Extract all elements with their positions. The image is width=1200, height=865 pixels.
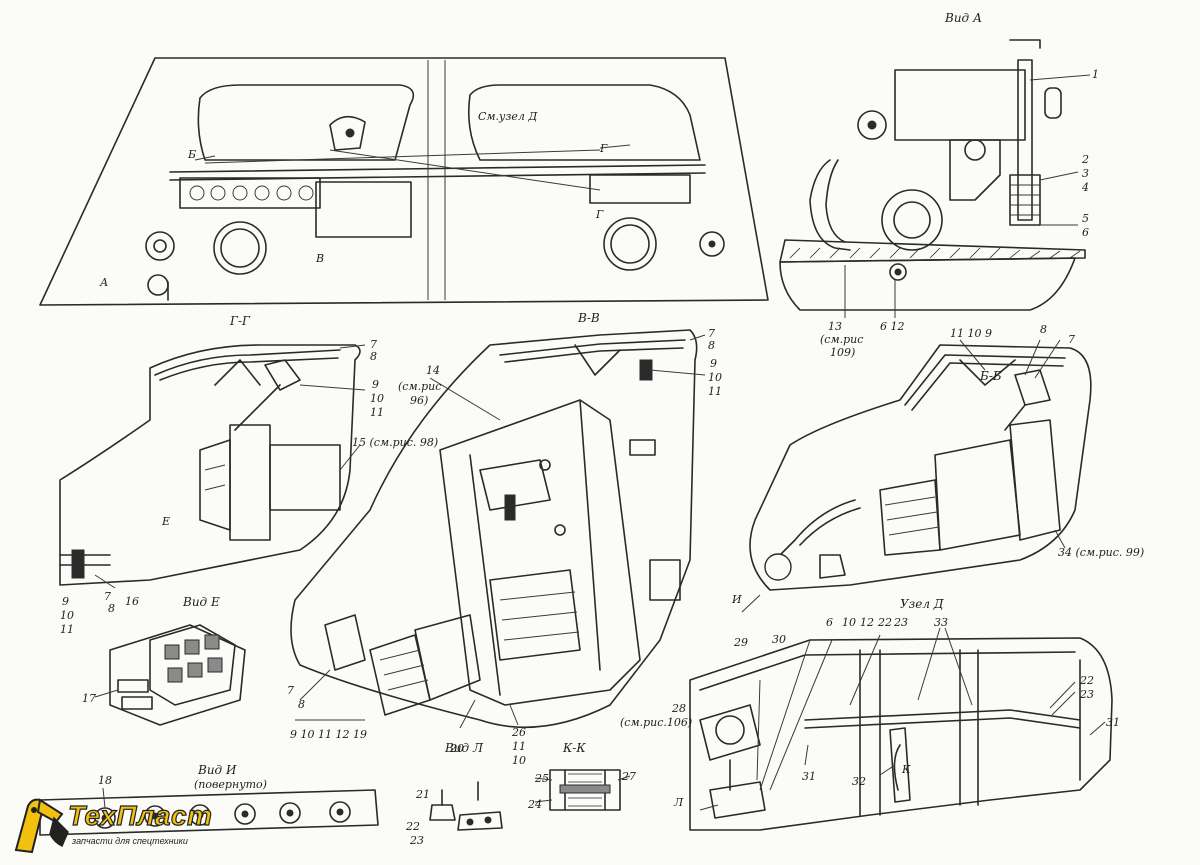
section-b-b [741, 339, 1092, 613]
gg-callout-9b: 9 [62, 595, 69, 608]
subtitle-vid-i: (повернуто) [194, 778, 267, 791]
bb-callout-34: 34 (см.рис. 99) [1058, 546, 1144, 559]
vv-callout-20: 20 [449, 742, 464, 755]
section-g-g [59, 344, 366, 589]
excavator-arm-icon [14, 798, 69, 854]
uzeld-callout-33: 33 [934, 616, 948, 629]
vv-callout-26: 26 [511, 726, 526, 739]
gg-callout-7b: 7 [104, 590, 111, 603]
gg-callout-8b: 8 [108, 602, 115, 615]
bb-callout-i: И [731, 593, 742, 606]
uzeld-callout-6: 6 [826, 616, 833, 629]
vida-callout-5: 5 [1082, 212, 1089, 225]
gg-callout-10b: 10 [60, 609, 74, 622]
logo-tagline: запчасти для спецтехники [72, 836, 188, 846]
vide-callout-17: 17 [82, 692, 96, 705]
gg-callout-7: 7 [370, 338, 377, 351]
uzeld-callout-28: 28 [671, 702, 686, 715]
vv-callout-7b: 7 [287, 684, 294, 697]
kk-callout-25: 25 [534, 772, 549, 785]
vida-callout-3: 3 [1082, 167, 1089, 180]
vidl-callout-22: 22 [405, 820, 420, 833]
callout-g-top: Г [599, 142, 608, 155]
vidl-callout-21: 21 [415, 788, 430, 801]
uzeld-callout-22: 22 [877, 616, 892, 629]
vida-callout-13: 13 [828, 320, 842, 333]
vv-callout-10b: 10 [512, 754, 526, 767]
uzeld-callout-12: 12 [860, 616, 874, 629]
vv-callout-11b: 11 [512, 740, 526, 753]
title-vid-l: Вид Л [444, 741, 484, 755]
vv-callout-14-ref: (см.рис [398, 380, 441, 393]
vid-e-view [94, 624, 246, 726]
vida-callout-13-ref: (см.рис [820, 333, 863, 346]
gg-callout-11b: 11 [60, 623, 74, 636]
uzeld-callout-31: 31 [1106, 716, 1120, 729]
title-b-b: Б-Б [979, 369, 1002, 383]
gg-callout-10: 10 [370, 392, 384, 405]
vv-callout-8b: 8 [298, 698, 305, 711]
uzeld-callout-30: 30 [772, 633, 786, 646]
uzeld-callout-31b: 31 [802, 770, 816, 783]
gg-callout-9: 9 [372, 378, 379, 391]
bb-callout-7: 7 [1068, 333, 1075, 346]
uzeld-callout-22b: 22 [1079, 674, 1094, 687]
title-v-v: В-В [577, 311, 600, 325]
gg-callout-8: 8 [370, 350, 377, 363]
vid-l-view [429, 781, 503, 831]
kk-callout-27: 27 [621, 770, 636, 783]
vida-callout-6-12: 6 12 [880, 320, 905, 333]
section-k-k [534, 769, 631, 811]
vv-callout-8: 8 [708, 339, 715, 352]
title-vid-e: Вид Е [182, 595, 220, 609]
callout-v: В [315, 252, 324, 265]
section-v-v [290, 329, 706, 729]
vv-callout-row: 9 10 11 12 19 [290, 728, 367, 741]
vida-callout-1: 1 [1092, 68, 1099, 81]
vv-callout-9: 9 [710, 357, 717, 370]
vida-callout-2: 2 [1081, 153, 1089, 166]
callout-a: А [99, 276, 108, 289]
title-uzel-d: Узел Д [900, 597, 944, 611]
main-view [39, 57, 769, 306]
uzeld-callout-32: 32 [852, 775, 866, 788]
vid-a-view [779, 39, 1091, 318]
gg-callout-15: 15 (см.рис. 98) [352, 436, 438, 449]
uzeld-callout-l: Л [673, 796, 684, 809]
title-k-k: К-К [562, 741, 586, 755]
title-vid-i: Вид И [197, 763, 237, 777]
vv-callout-14-ref2: 96) [410, 394, 428, 407]
uzeld-callout-k: К [901, 763, 911, 776]
title-vid-a: Вид А [944, 11, 982, 25]
gg-callout-11: 11 [370, 406, 384, 419]
title-g-g: Г-Г [229, 314, 251, 328]
bb-callout-8: 8 [1040, 323, 1047, 336]
vv-callout-10: 10 [708, 371, 722, 384]
uzeld-callout-10: 10 [842, 616, 856, 629]
uzeld-callout-23: 23 [893, 616, 908, 629]
bb-callout-11-10-9: 11 10 9 [950, 327, 992, 340]
vida-callout-13-ref2: 109) [830, 346, 855, 359]
techplast-logo: ТехПласт запчасти для спецтехники [10, 792, 240, 858]
callout-b: Б [187, 148, 196, 161]
uzeld-callout-28-ref: (см.рис.106) [620, 716, 692, 729]
vida-callout-4: 4 [1081, 181, 1089, 194]
vidi-callout-18: 18 [98, 774, 112, 787]
vv-callout-14: 14 [426, 364, 440, 377]
gg-callout-16: 16 [125, 595, 139, 608]
callout-g-bottom: Г [595, 208, 604, 221]
label-sm-uzel-d: См.узел Д [478, 110, 538, 123]
uzeld-callout-29: 29 [733, 636, 748, 649]
kk-callout-24: 24 [527, 798, 542, 811]
vida-callout-6: 6 [1082, 226, 1089, 239]
logo-name: ТехПласт [67, 799, 213, 831]
vv-callout-7: 7 [708, 327, 715, 340]
vidl-callout-23: 23 [409, 834, 424, 847]
vv-callout-11: 11 [708, 385, 722, 398]
uzeld-callout-23b: 23 [1079, 688, 1094, 701]
uzel-d-view [689, 627, 1113, 831]
gg-callout-e: Е [161, 515, 170, 528]
